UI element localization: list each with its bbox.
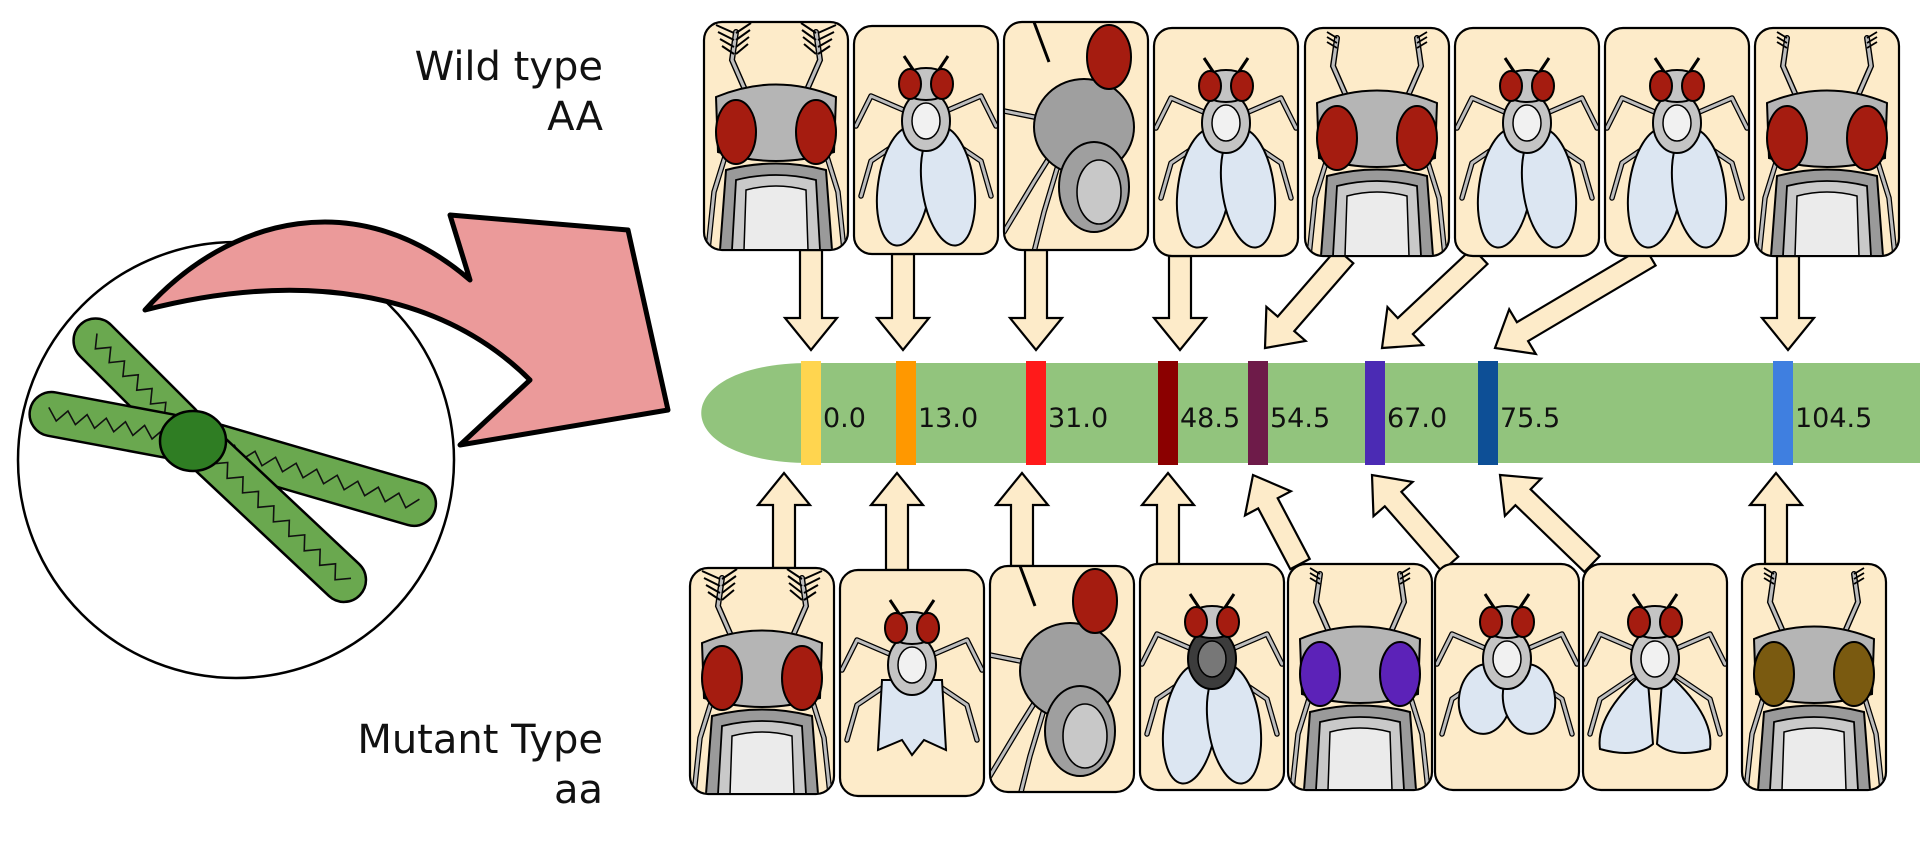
- pointer-arrow: [782, 248, 840, 352]
- genotype-labels: Wild type AA Mutant Type aa: [357, 44, 603, 813]
- wild-type-panel: [702, 20, 850, 252]
- centromere: [158, 409, 228, 473]
- wild-genotype-label: AA: [547, 94, 603, 140]
- mutant-type-label: Mutant Type: [357, 717, 603, 763]
- locus-position-label: 104.5: [1795, 403, 1872, 434]
- mutant-type-panel: [988, 564, 1136, 794]
- fly-illustration: [1584, 593, 1726, 754]
- locus-position-label: 0.0: [823, 403, 866, 434]
- locus-band: [801, 361, 821, 465]
- wild-type-panel: [1303, 26, 1451, 258]
- fly-illustration: [1606, 57, 1748, 249]
- fly-illustration: [1155, 57, 1297, 249]
- pointer-arrow: [868, 471, 926, 572]
- locus-position-label: 75.5: [1500, 403, 1560, 434]
- locus-band: [1478, 361, 1498, 465]
- pointer-arrow: [1263, 247, 1355, 350]
- pointer-arrow: [1747, 471, 1805, 566]
- pointer-arrow: [993, 471, 1051, 568]
- mutant-genotype-label: aa: [554, 767, 603, 813]
- pointer-arrow: [1759, 254, 1817, 352]
- fly-illustration: [855, 55, 997, 247]
- fly-illustration: [991, 567, 1121, 791]
- locus-band: [1158, 361, 1178, 465]
- pointer-arrow: [755, 471, 813, 570]
- locus-band: [896, 361, 916, 465]
- locus-position-label: 13.0: [918, 403, 978, 434]
- fly-illustration: [841, 599, 983, 757]
- fly-illustration: [691, 569, 833, 793]
- wild-type-panel: [1152, 26, 1300, 258]
- locus-band: [1248, 361, 1268, 465]
- chromosome-map: 0.0 13.0 31.0 48.5 54.5 67.0 75.5 104.5: [701, 361, 1920, 465]
- pointer-arrow: [1370, 473, 1460, 573]
- mutant-type-panel: [1286, 562, 1434, 792]
- fly-illustration: [1743, 567, 1885, 789]
- fly-illustration: [1289, 567, 1431, 789]
- mutant-type-panel: [1581, 562, 1729, 792]
- arrows-layer: [755, 244, 1817, 574]
- locus-band: [1026, 361, 1046, 465]
- mutant-type-panel: [1433, 562, 1581, 792]
- fly-illustration: [1141, 593, 1283, 785]
- pointer-arrow: [1380, 246, 1490, 350]
- locus-position-label: 31.0: [1048, 403, 1108, 434]
- fly-illustration: [1456, 57, 1598, 249]
- locus-position-label: 48.5: [1180, 403, 1240, 434]
- fly-illustration: [1436, 593, 1578, 737]
- mutant-type-panel: [1740, 562, 1888, 792]
- locus-position-label: 67.0: [1387, 403, 1447, 434]
- wild-type-label: Wild type: [415, 44, 603, 90]
- wild-type-panel: [1453, 26, 1601, 258]
- wild-type-panel: [1753, 26, 1901, 258]
- locus-band: [1773, 361, 1793, 465]
- fly-illustration: [1756, 31, 1898, 255]
- mutant-type-panel: [688, 566, 836, 796]
- wild-type-panels: [702, 20, 1901, 258]
- pointer-arrow: [1007, 248, 1065, 352]
- fly-illustration: [705, 23, 847, 249]
- mutant-type-panel: [838, 568, 986, 798]
- mutant-type-panel: [1138, 562, 1286, 792]
- x-chromosome: [28, 317, 438, 604]
- pointer-arrow: [1498, 473, 1602, 574]
- wild-type-panel: [1002, 20, 1150, 252]
- fly-illustration: [1005, 23, 1135, 249]
- pointer-arrow: [1139, 471, 1197, 566]
- pointer-arrow: [874, 252, 932, 352]
- fly-illustration: [1306, 31, 1448, 255]
- pointer-arrow: [1151, 254, 1209, 352]
- chromosome-bar: [701, 363, 1920, 463]
- wild-type-panel: [1603, 26, 1751, 258]
- pointer-arrow: [1243, 473, 1312, 571]
- wild-type-panel: [852, 24, 1000, 256]
- pointer-arrow: [1493, 244, 1658, 356]
- mutant-type-panels: [688, 562, 1888, 798]
- locus-band: [1365, 361, 1385, 465]
- locus-position-label: 54.5: [1270, 403, 1330, 434]
- big-pink-arrow: [142, 212, 671, 448]
- cell-illustration: [16, 212, 671, 680]
- loci-layer: 0.0 13.0 31.0 48.5 54.5 67.0 75.5 104.5: [801, 361, 1872, 465]
